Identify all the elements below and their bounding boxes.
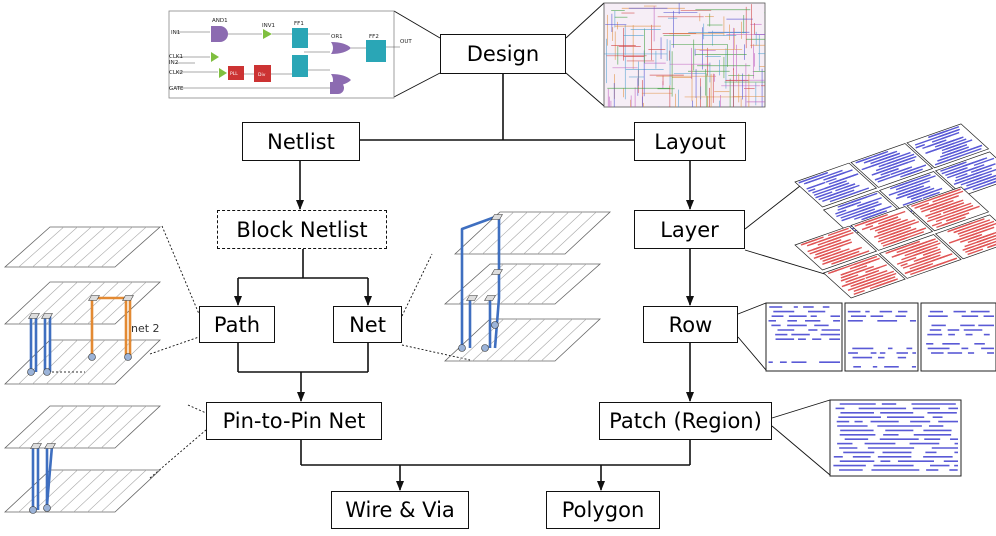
node-wire-via[interactable]: Wire & Via: [331, 491, 469, 529]
schematic-label-inv1: INV1: [262, 23, 275, 29]
node-path[interactable]: Path: [199, 306, 275, 343]
node-netlist[interactable]: Netlist: [242, 122, 360, 161]
node-design[interactable]: Design: [440, 34, 566, 74]
node-row[interactable]: Row: [643, 306, 738, 343]
node-net[interactable]: Net: [333, 306, 402, 343]
pll-block: [228, 66, 244, 80]
schematic-label-or1: OR1: [331, 34, 343, 40]
schematic-label-and1: AND1: [212, 18, 228, 24]
ff2-block: [366, 40, 386, 62]
gate-3: [330, 82, 344, 94]
schematic-input-in1: IN1: [171, 30, 180, 36]
ff1-block: [292, 28, 308, 48]
layer-stack-thumbnail: [794, 123, 996, 299]
patch-thumbnail: [829, 399, 962, 477]
node-polygon[interactable]: Polygon: [546, 491, 660, 529]
schematic-output-out: OUT: [400, 39, 412, 45]
connectors: [234, 74, 704, 491]
routing-plane-illustrations: [3, 211, 612, 513]
schematic-label-ff1: FF1: [294, 21, 304, 27]
node-block-netlist[interactable]: Block Netlist: [217, 210, 387, 249]
connector-design-split: [300, 74, 700, 141]
schematic-label-pll: PLL: [230, 71, 238, 77]
row-thumbnails: [765, 302, 996, 372]
node-patch-region[interactable]: Patch (Region): [599, 402, 772, 440]
node-pin-to-pin-net[interactable]: Pin-to-Pin Net: [206, 402, 382, 440]
inv1-gate: [263, 29, 272, 39]
inv-gate-3: [219, 68, 227, 78]
schematic-input-clk1: CLK1: [169, 54, 183, 60]
or1-gate: [331, 42, 351, 54]
callout-lines-dotted: [149, 225, 471, 479]
connector-bottom-merge: [300, 440, 691, 466]
callout-lines: [393, 2, 839, 476]
schematic-label-ff2: FF2: [369, 34, 379, 40]
connector-path-net-merge: [237, 343, 369, 373]
div-block: [254, 65, 271, 82]
schematic-input-clk2: CLK2: [169, 70, 183, 76]
net2-label: net 2: [131, 322, 160, 335]
schematic-input-gate: GATE: [169, 86, 184, 92]
schematic-label-div: Div: [258, 72, 266, 78]
node-layer[interactable]: Layer: [634, 210, 745, 249]
and1-gate: [211, 26, 228, 42]
node-layout[interactable]: Layout: [634, 122, 746, 161]
routing-paths: [27, 214, 503, 514]
schematic-thumbnail: IN1 CLK1 IN2 CLK2 GATE AND1 INV1 FF1 OR1…: [168, 10, 412, 99]
schematic-input-in2: IN2: [169, 60, 178, 66]
inv-gate-2: [211, 52, 219, 62]
chip-layout-thumbnail: [603, 2, 766, 108]
connector-block-split: [238, 249, 368, 279]
ff3-block: [292, 55, 308, 77]
